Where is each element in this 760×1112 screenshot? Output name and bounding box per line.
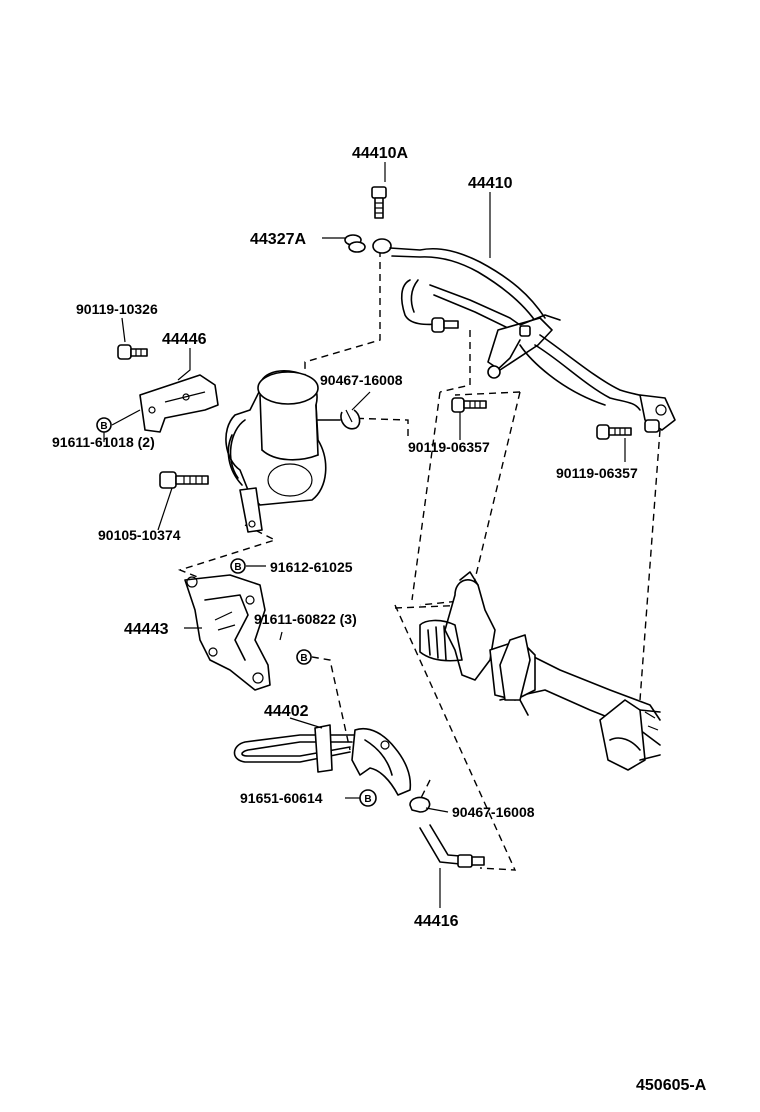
label-90105-10374: 90105-10374 bbox=[98, 527, 181, 543]
bracket-44443-icon bbox=[184, 574, 271, 691]
b-washer-badge-icon: B bbox=[296, 649, 312, 665]
bracket-44446-icon bbox=[139, 374, 219, 433]
part-labels: 44410A 44410 44327A 90119-10326 44446 91… bbox=[52, 145, 707, 1094]
label-44327A: 44327A bbox=[250, 231, 306, 248]
bolt-90119-06357-b-icon bbox=[596, 419, 660, 440]
gasket-44327A-icon bbox=[344, 234, 392, 254]
badge-letter: B bbox=[234, 562, 241, 573]
label-44410A: 44410A bbox=[352, 145, 408, 162]
return-tube-44402-icon bbox=[233, 724, 412, 796]
label-90467-16008-a: 90467-16008 bbox=[320, 372, 403, 388]
label-91612-61025: 91612-61025 bbox=[270, 559, 353, 575]
label-44410: 44410 bbox=[468, 175, 513, 192]
figure-code: 450605-A bbox=[636, 1077, 707, 1094]
b-washer-badge-icon: B bbox=[230, 558, 246, 574]
bolt-90119-10326-icon bbox=[117, 344, 148, 360]
bolt-90119-06357-a-icon bbox=[451, 397, 487, 413]
badge-letter: B bbox=[300, 653, 307, 664]
clamp-90467-16008-b-icon bbox=[409, 796, 431, 813]
power-steering-pump-icon bbox=[225, 370, 341, 533]
bolt-90105-10374-icon bbox=[159, 471, 209, 489]
clamp-90467-16008-a-icon bbox=[340, 409, 361, 430]
label-91611-60822: 91611-60822 (3) bbox=[254, 611, 357, 627]
label-90119-06357-a: 90119-06357 bbox=[408, 439, 490, 455]
assembly-dashed-lines bbox=[177, 250, 661, 871]
label-91611-61018: 91611-61018 (2) bbox=[52, 434, 155, 450]
b-washer-badge-icon: B bbox=[96, 417, 112, 433]
hose-fitting-bolt-icon bbox=[431, 317, 531, 337]
steering-gear-rack-icon bbox=[419, 571, 661, 771]
leader-lines bbox=[103, 162, 626, 908]
badge-letter: B bbox=[364, 794, 371, 805]
label-90119-06357-b: 90119-06357 bbox=[556, 465, 638, 481]
label-44446: 44446 bbox=[162, 331, 207, 348]
label-91651-60614: 91651-60614 bbox=[240, 790, 323, 806]
label-44402: 44402 bbox=[264, 703, 309, 720]
label-44443: 44443 bbox=[124, 621, 169, 638]
return-hose-44416-icon bbox=[419, 824, 485, 868]
pressure-hose-44410-icon bbox=[389, 247, 676, 431]
label-90119-10326: 90119-10326 bbox=[76, 301, 158, 317]
label-44416: 44416 bbox=[414, 913, 459, 930]
badge-letter: B bbox=[100, 421, 107, 432]
label-90467-16008-b: 90467-16008 bbox=[452, 804, 535, 820]
union-bolt-44410A-icon bbox=[371, 186, 387, 219]
b-washer-badge-icon: B bbox=[359, 789, 377, 807]
